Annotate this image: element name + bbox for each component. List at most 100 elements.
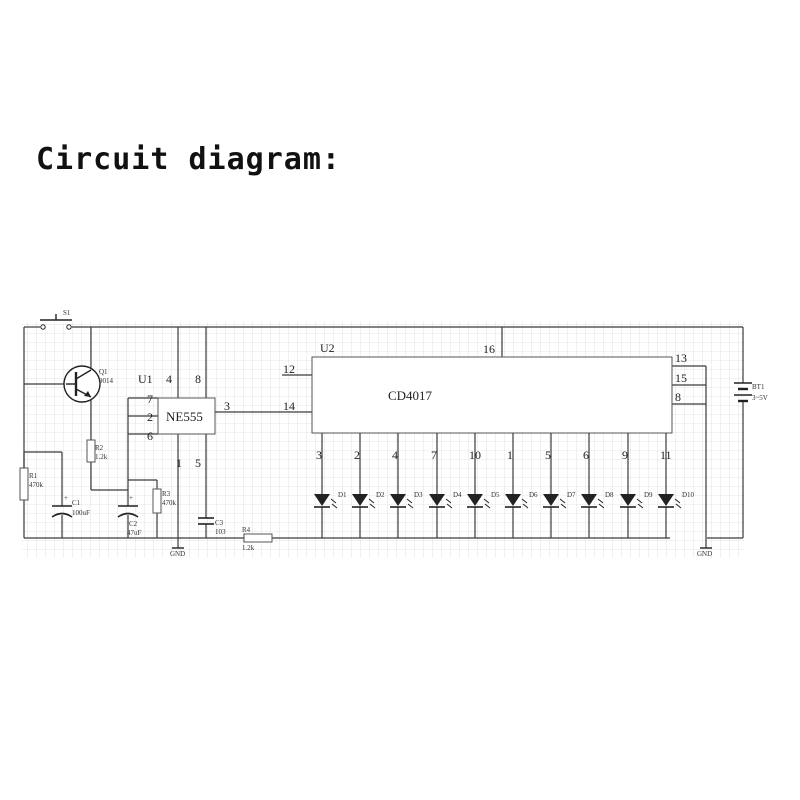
switch-s1: S1 — [40, 309, 72, 330]
ic-u2-cd4017: CD4017 U2 12 14 16 13 15 8 — [283, 341, 687, 434]
battery-ref: BT1 — [752, 383, 765, 391]
led-emission-icon — [483, 498, 491, 509]
u2-output-pin: 6 — [583, 448, 589, 462]
led-diode-icon — [352, 494, 368, 506]
r4-ref: R4 — [242, 526, 251, 534]
c3-value: 103 — [215, 528, 226, 536]
ground-symbol-right: GND — [697, 547, 712, 558]
r1-value: 470k — [29, 481, 44, 489]
capacitor-c3: C3 103 — [198, 517, 226, 536]
led-diode-icon — [620, 494, 636, 506]
u2-output-pin: 4 — [392, 448, 398, 462]
led-emission-icon — [636, 498, 644, 509]
r2-ref: R2 — [95, 444, 104, 452]
led-column: 7D4 — [429, 433, 462, 538]
u2-output-pin: 3 — [316, 448, 322, 462]
led-column: 3D1 — [314, 433, 347, 538]
resistor-r1: R1 470k — [19, 452, 44, 501]
u2-output-pin: 2 — [354, 448, 360, 462]
u2-pin-14: 14 — [283, 399, 295, 413]
u1-pin-7: 7 — [147, 392, 153, 406]
led-column: 4D3 — [390, 433, 423, 538]
battery-value: 3~5V — [752, 394, 768, 402]
u2-ref: U2 — [320, 341, 335, 355]
led-emission-icon — [521, 498, 529, 509]
led-diode-icon — [467, 494, 483, 506]
u1-pin-2: 2 — [147, 410, 153, 424]
ground-label-right: GND — [697, 550, 712, 558]
c1-value: 100uF — [72, 509, 90, 517]
transistor-ref: Q1 — [99, 368, 108, 376]
led-emission-icon — [445, 498, 453, 509]
led-label: D9 — [644, 491, 653, 499]
u2-output-pin: 5 — [545, 448, 551, 462]
u2-output-pin: 9 — [622, 448, 628, 462]
r3-value: 470k — [162, 499, 177, 507]
led-label: D10 — [682, 491, 695, 499]
led-diode-icon — [581, 494, 597, 506]
u2-name: CD4017 — [388, 388, 433, 403]
led-diode-icon — [429, 494, 445, 506]
u1-ref: U1 — [138, 372, 153, 386]
c1-polarity: + — [64, 494, 68, 502]
u1-name: NE555 — [166, 409, 203, 424]
ground-symbol-left: GND — [170, 547, 185, 558]
resistor-r3: R3 470k — [152, 488, 177, 514]
led-column: 9D9 — [620, 433, 653, 538]
led-diode-icon — [505, 494, 521, 506]
u2-pin-8: 8 — [675, 390, 681, 404]
capacitor-c1: + C1 100uF — [51, 494, 90, 518]
u2-output-pin: 11 — [660, 448, 672, 462]
led-emission-icon — [674, 498, 682, 509]
u1-pin-3: 3 — [224, 399, 230, 413]
u2-output-pin: 10 — [469, 448, 481, 462]
led-emission-icon — [559, 498, 567, 509]
led-column: 6D8 — [581, 433, 614, 538]
u2-pin-12: 12 — [283, 362, 295, 376]
led-emission-icon — [368, 498, 376, 509]
r2-value: 1.2k — [95, 453, 108, 461]
resistor-r2: R2 1.2k — [86, 439, 108, 463]
led-emission-icon — [406, 498, 414, 509]
led-column: 1D6 — [505, 433, 538, 538]
led-column: 5D7 — [543, 433, 576, 538]
u1-pin-1: 1 — [176, 456, 182, 470]
led-label: D4 — [453, 491, 462, 499]
led-emission-icon — [330, 498, 338, 509]
ground-label-left: GND — [170, 550, 185, 558]
r3-ref: R3 — [162, 490, 171, 498]
transistor-value: 9014 — [99, 377, 114, 385]
led-label: D3 — [414, 491, 423, 499]
led-diode-icon — [390, 494, 406, 506]
led-label: D5 — [491, 491, 500, 499]
led-diode-icon — [543, 494, 559, 506]
led-label: D2 — [376, 491, 385, 499]
led-label: D8 — [605, 491, 614, 499]
c2-value: 47uF — [127, 529, 142, 537]
page-title: Circuit diagram: — [36, 142, 341, 177]
u1-pin-4: 4 — [166, 372, 172, 386]
led-emission-icon — [597, 498, 605, 509]
c2-ref: C2 — [129, 520, 138, 528]
wires — [23, 326, 744, 548]
u2-output-pin: 7 — [431, 448, 437, 462]
u1-pin-6: 6 — [147, 429, 153, 443]
c2-polarity: + — [129, 494, 133, 502]
u2-pin-13: 13 — [675, 351, 687, 365]
led-diode-icon — [314, 494, 330, 506]
u1-pin-5: 5 — [195, 456, 201, 470]
resistor-r4: R4 1.2k — [242, 526, 273, 552]
u1-pin-8: 8 — [195, 372, 201, 386]
c3-ref: C3 — [215, 519, 224, 527]
u2-pin-15: 15 — [675, 371, 687, 385]
battery-bt1: BT1 3~5V — [734, 382, 768, 403]
led-label: D1 — [338, 491, 347, 499]
transistor-q1: Q1 9014 — [63, 365, 114, 403]
led-label: D6 — [529, 491, 538, 499]
c1-ref: C1 — [72, 499, 81, 507]
r4-value: 1.2k — [242, 544, 255, 552]
